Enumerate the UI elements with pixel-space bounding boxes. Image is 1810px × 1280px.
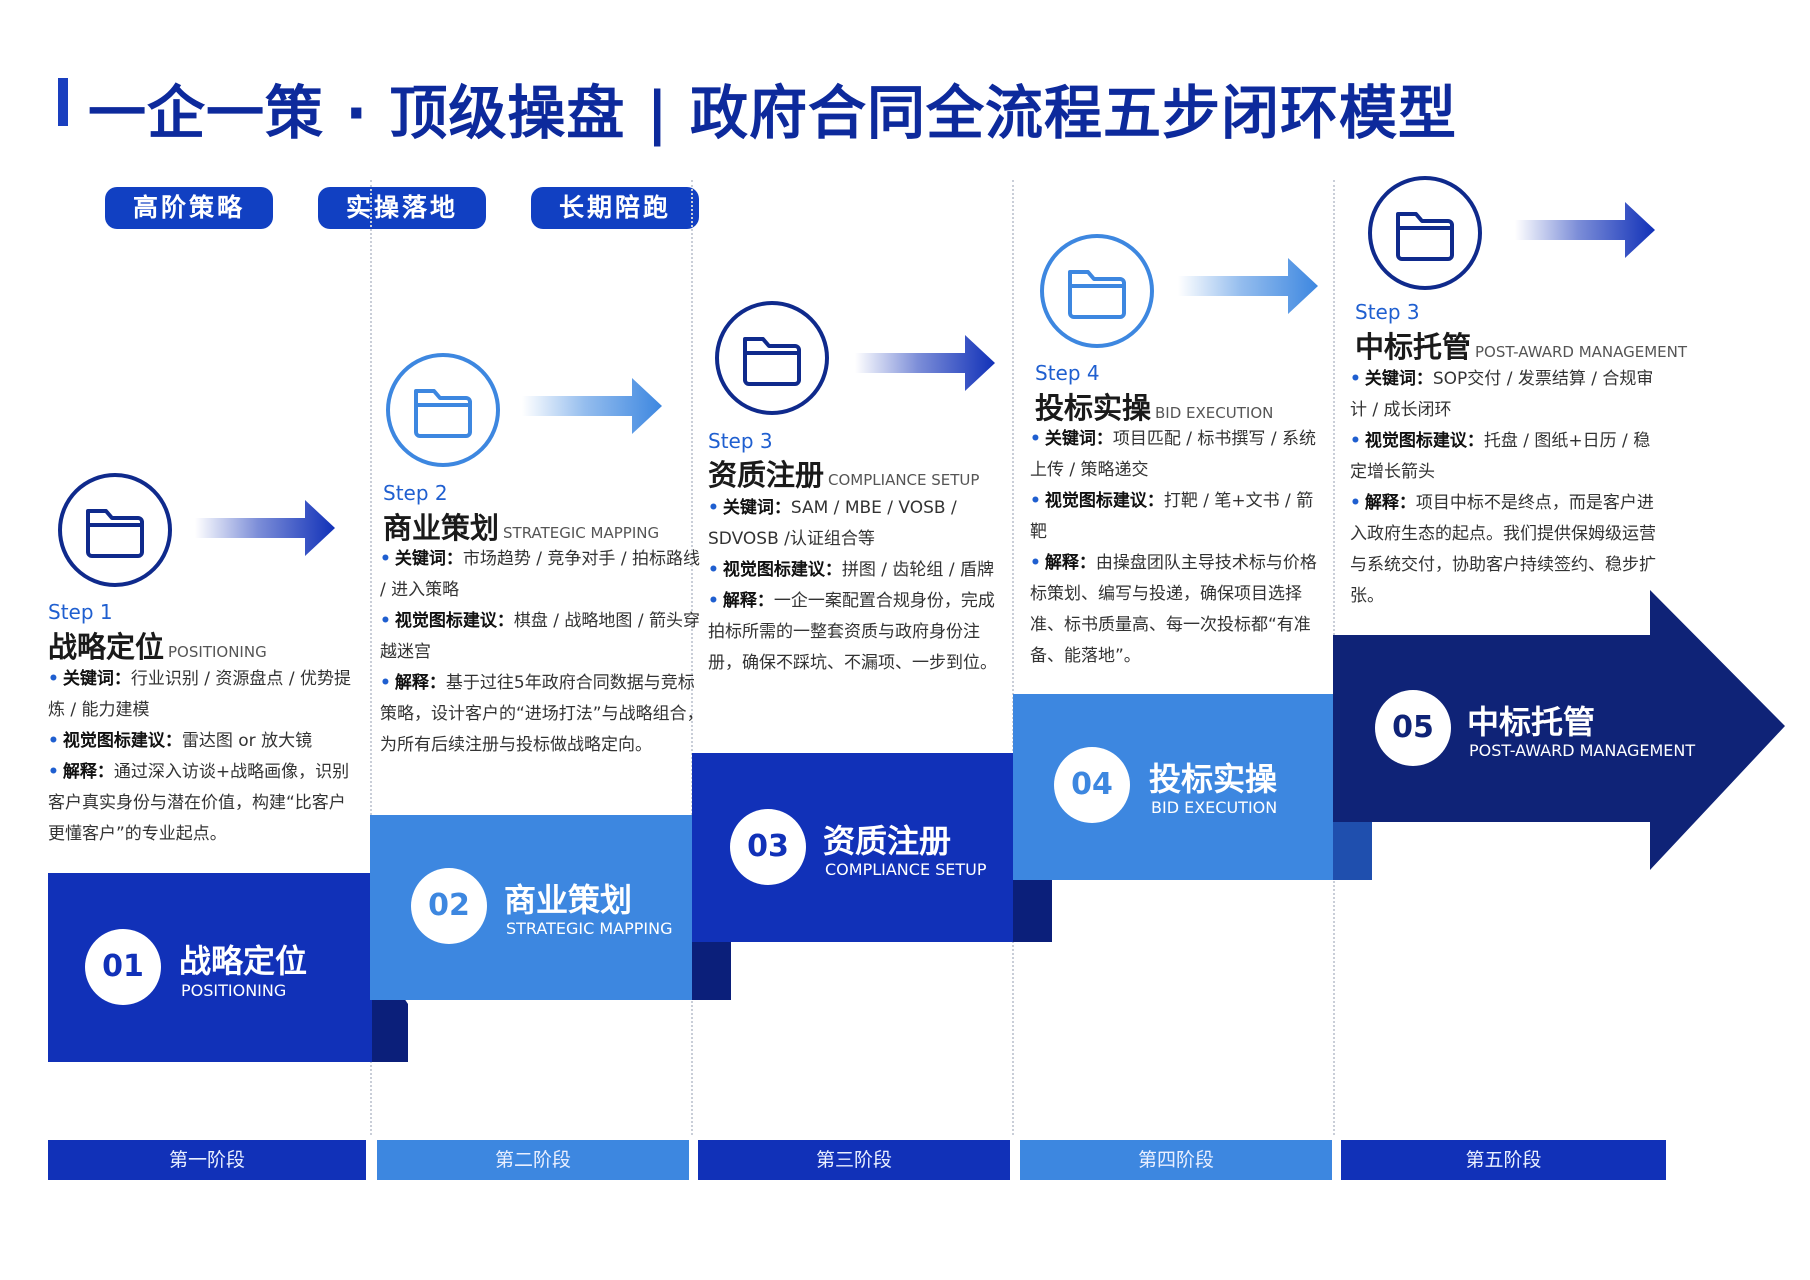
keywords-text: 市场趋势 / 竞争对手 / 拍标路线 / 进入策略 — [380, 549, 700, 600]
stage-bar-4: 第四阶段 — [1020, 1140, 1332, 1180]
tag-hands-on: 实操落地 — [318, 187, 486, 229]
phase-block-02: 02 商业策划 STRATEGIC MAPPING — [370, 815, 692, 1000]
step-title-cn: 中标托管 — [1355, 330, 1472, 364]
column-divider — [691, 180, 693, 1135]
phase-subtitle: POSITIONING — [181, 981, 287, 1000]
step-title-en: BID EXECUTION — [1155, 404, 1274, 422]
step-title-cn: 资质注册 — [708, 458, 825, 492]
visual-text: 拼图 / 齿轮组 / 盾牌 — [841, 560, 994, 580]
stage-bar-3: 第三阶段 — [698, 1140, 1010, 1180]
page-title: 一企一策 · 顶级操盘 | 政府合同全流程五步闭环模型 — [88, 79, 1457, 147]
explain-text: 基于过往5年政府合同数据与竞标策略，设计客户的“进场打法”与战略组合，为所有后续… — [380, 673, 704, 755]
block-05-arrow-shape — [1333, 590, 1785, 870]
folder-icon — [1368, 176, 1482, 290]
folder-icon — [58, 473, 172, 587]
phase-title: 商业策划 — [504, 881, 633, 919]
phase-block-03: 03 资质注册 COMPLIANCE SETUP — [692, 753, 1013, 942]
explain-label: 解释： — [1044, 553, 1096, 573]
phase-title: 资质注册 — [823, 822, 952, 860]
arrow-right-icon — [195, 500, 335, 556]
keywords-label: 关键词： — [1044, 429, 1113, 449]
phase-number: 02 — [411, 868, 487, 944]
explain-text: 由操盘团队主导技术标与价格标策划、编写与投递，确保项目选择准、标书质量高、每一次… — [1030, 553, 1317, 666]
step-label: Step 3 — [708, 429, 773, 453]
arrow-right-icon — [522, 378, 662, 434]
title-accent-bar — [58, 78, 68, 126]
phase-subtitle: STRATEGIC MAPPING — [506, 919, 673, 938]
phase-block-04: 04 投标实操 BID EXECUTION — [1013, 694, 1333, 880]
step-title-cn: 投标实操 — [1035, 391, 1152, 425]
phase-number: 01 — [85, 929, 161, 1005]
phase-subtitle: POST-AWARD MANAGEMENT — [1469, 741, 1696, 760]
step-title-cn: 商业策划 — [383, 511, 500, 545]
stage-bar-5: 第五阶段 — [1341, 1140, 1666, 1180]
visual-label: 视觉图标建议： — [394, 611, 514, 631]
visual-label: 视觉图标建议： — [1364, 431, 1484, 451]
keywords-label: 关键词： — [1364, 369, 1433, 389]
step-description: •关键词：行业识别 / 资源盘点 / 优势提炼 / 能力建模 •视觉图标建议：雷… — [48, 669, 351, 844]
visual-label: 视觉图标建议： — [722, 560, 842, 580]
phase-number: 03 — [730, 809, 806, 885]
step-label: Step 3 — [1355, 300, 1420, 324]
visual-text: 雷达图 or 放大镜 — [181, 731, 313, 751]
phase-block-01: 01 战略定位 POSITIONING — [48, 873, 372, 1062]
stage-bar-1: 第一阶段 — [48, 1140, 366, 1180]
stage-bar-2: 第二阶段 — [377, 1140, 689, 1180]
tag-high-strategy: 高阶策略 — [105, 187, 273, 229]
explain-text: 一企一案配置合规身份，完成拍标所需的一整套资质与政府身份注册，确保不踩坑、不漏项… — [708, 591, 997, 673]
step-title-en: POST-AWARD MANAGEMENT — [1475, 343, 1688, 361]
keywords-text: SAM / MBE / VOSB / SDVOSB /认证组合等 — [708, 498, 957, 549]
step-description: •关键词：SAM / MBE / VOSB / SDVOSB /认证组合等 •视… — [708, 498, 997, 673]
step-label: Step 4 — [1035, 361, 1100, 385]
arrow-right-icon — [1515, 202, 1655, 258]
visual-label: 视觉图标建议： — [62, 731, 182, 751]
visual-text: 托盘 / 图纸+日历 / 稳定增长箭头 — [1350, 431, 1651, 482]
step-label: Step 2 — [383, 481, 448, 505]
step-title-en: POSITIONING — [168, 643, 267, 661]
keywords-label: 关键词： — [394, 549, 463, 569]
explain-text: 通过深入访谈+战略画像，识别客户真实身份与潜在价值，构建“比客户更懂客户”的专业… — [48, 762, 350, 844]
arrow-right-icon — [1178, 258, 1318, 314]
step-description: •关键词：市场趋势 / 竞争对手 / 拍标路线 / 进入策略 •视觉图标建议：棋… — [380, 549, 704, 755]
visual-text: 棋盘 / 战略地图 / 箭头穿越迷宫 — [380, 611, 700, 662]
step-title-cn: 战略定位 — [48, 630, 165, 664]
step-title-en: COMPLIANCE SETUP — [828, 471, 980, 489]
folder-icon — [1040, 234, 1154, 348]
explain-label: 解释： — [722, 591, 774, 611]
keywords-text: 项目匹配 / 标书撰写 / 系统上传 / 策略递交 — [1030, 429, 1316, 480]
step-description: •关键词：SOP交付 / 发票结算 / 合规审计 / 成长闭环 •视觉图标建议：… — [1350, 369, 1656, 606]
phase-number: 05 — [1375, 690, 1451, 766]
keywords-text: 行业识别 / 资源盘点 / 优势提炼 / 能力建模 — [48, 669, 351, 720]
phase-subtitle: COMPLIANCE SETUP — [825, 860, 987, 879]
column-divider — [1012, 180, 1014, 1135]
explain-text: 项目中标不是终点，而是客户进入政府生态的起点。我们提供保姆级运营与系统交付，协助… — [1350, 493, 1656, 606]
phase-subtitle: BID EXECUTION — [1151, 798, 1278, 817]
keywords-label: 关键词： — [722, 498, 791, 518]
column-divider — [370, 180, 372, 1135]
step-description: •关键词：项目匹配 / 标书撰写 / 系统上传 / 策略递交 •视觉图标建议：打… — [1030, 429, 1317, 666]
folder-icon — [386, 353, 500, 467]
folder-icon — [715, 301, 829, 415]
phase-title: 投标实操 — [1149, 760, 1278, 798]
keywords-text: SOP交付 / 发票结算 / 合规审计 / 成长闭环 — [1350, 369, 1654, 420]
phase-number: 04 — [1054, 747, 1130, 823]
explain-label: 解释： — [394, 673, 446, 693]
phase-title: 战略定位 — [179, 942, 308, 980]
step-title-en: STRATEGIC MAPPING — [503, 524, 660, 542]
tag-long-term: 长期陪跑 — [531, 187, 699, 229]
arrow-right-icon — [855, 335, 995, 391]
explain-label: 解释： — [1364, 493, 1416, 513]
visual-text: 打靶 / 笔+文书 / 箭靶 — [1030, 491, 1314, 542]
explain-label: 解释： — [62, 762, 114, 782]
phase-block-05: 05 中标托管 POST-AWARD MANAGEMENT — [1333, 635, 1733, 822]
visual-label: 视觉图标建议： — [1044, 491, 1164, 511]
keywords-label: 关键词： — [62, 669, 131, 689]
step-label: Step 1 — [48, 600, 113, 624]
phase-title: 中标托管 — [1467, 703, 1596, 741]
